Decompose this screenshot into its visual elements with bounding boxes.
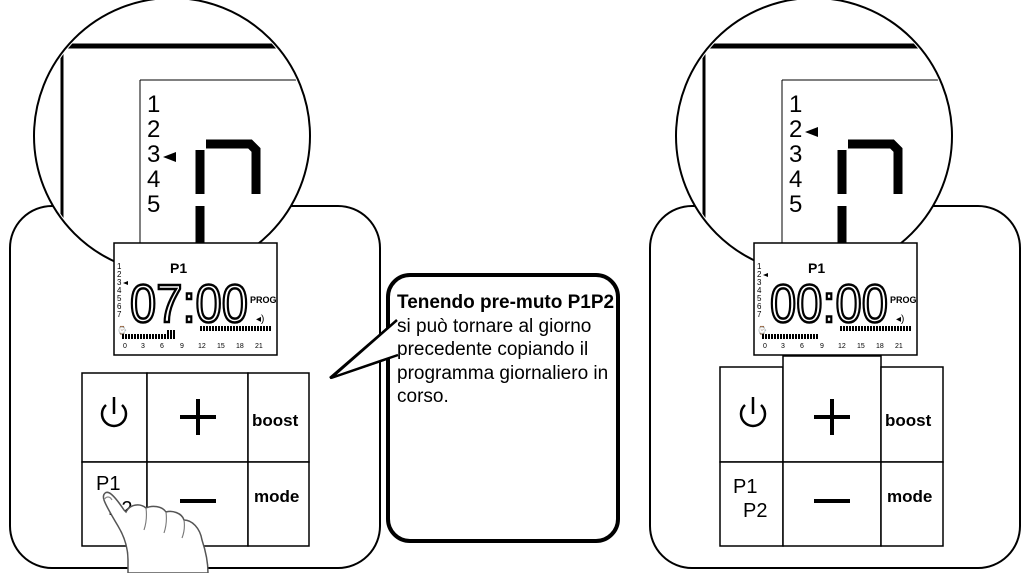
lcd-hour-6: 6 xyxy=(800,343,804,350)
mode-button[interactable] xyxy=(880,461,944,547)
boost-button[interactable] xyxy=(880,366,944,463)
p1-label: P1 xyxy=(733,476,757,498)
zoom-day-4: 4 xyxy=(147,166,160,193)
lcd-mini-day-6: 6 xyxy=(757,302,762,311)
zoom-day-2: 2 xyxy=(147,116,160,143)
zoom-day-2: 2 xyxy=(789,116,802,143)
lcd-hour-9: 9 xyxy=(820,343,824,350)
lcd-hour-12: 12 xyxy=(838,343,846,350)
boost-label: boost xyxy=(885,411,932,430)
lcd-clock-icon: ⌚ xyxy=(117,325,127,335)
lcd-hour-9: 9 xyxy=(180,343,184,350)
lcd-program: P1 xyxy=(170,260,187,276)
lcd-display: P1 1 2 3 4 5 6 7 00:00 PROG ◂) ⌚ 0 3 6 9… xyxy=(753,242,918,356)
power-icon xyxy=(100,397,128,428)
lcd-hour-21: 21 xyxy=(255,343,263,350)
callout-normal-text: si può tornare al giorno precedente copi… xyxy=(397,315,609,408)
lcd-mini-day-3: 3 xyxy=(117,278,122,287)
lcd-hour-18: 18 xyxy=(876,343,884,350)
boost-button[interactable] xyxy=(247,372,310,463)
plus-icon xyxy=(180,399,216,435)
minus-button[interactable] xyxy=(782,461,882,547)
zoom-magnifier: 1 2 3 4 5 xyxy=(33,0,311,275)
lcd-hour-21: 21 xyxy=(895,343,903,350)
finger-hand-icon xyxy=(102,491,209,573)
lcd-hour-12: 12 xyxy=(198,343,206,350)
lcd-mini-day-2: 2 xyxy=(757,270,762,279)
day-marker-icon xyxy=(163,152,176,162)
lcd-hour-3: 3 xyxy=(141,343,145,350)
lcd-hour-18: 18 xyxy=(236,343,244,350)
callout-text: Tenendo pre-muto P1P2 si può tornare al … xyxy=(397,291,617,409)
plus-icon xyxy=(814,399,850,435)
power-button[interactable] xyxy=(719,366,784,463)
lcd-mini-day-4: 4 xyxy=(117,286,122,295)
day-marker-icon xyxy=(805,127,818,137)
lcd-hour-15: 15 xyxy=(857,343,865,350)
lcd-hour-0: 0 xyxy=(123,343,127,350)
power-button[interactable] xyxy=(81,372,148,463)
callout-bubble xyxy=(386,273,620,543)
boost-label: boost xyxy=(252,411,299,430)
lcd-hour-0: 0 xyxy=(763,343,767,350)
lcd-mini-day-3: 3 xyxy=(757,278,762,287)
lcd-day-marker-icon xyxy=(123,281,128,285)
zoom-day-1: 1 xyxy=(147,91,160,118)
lcd-mini-day-6: 6 xyxy=(117,302,122,311)
lcd-display: P1 1 2 3 4 5 6 7 07:00 PROG ◂) ⌚ 0 3 6 9… xyxy=(113,242,278,356)
p1-label: P1 xyxy=(96,473,120,495)
callout-bold-text: Tenendo pre-muto P1P2 xyxy=(397,292,615,313)
zoom-day-4: 4 xyxy=(789,166,802,193)
lcd-mini-day-1: 1 xyxy=(117,262,122,271)
lcd-prog-label: PROG xyxy=(250,295,277,305)
lcd-prog-label: PROG xyxy=(890,295,917,305)
zoom-day-5: 5 xyxy=(789,191,802,218)
p2-label: P2 xyxy=(743,500,767,522)
lcd-mini-day-2: 2 xyxy=(117,270,122,279)
lcd-hour-15: 15 xyxy=(217,343,225,350)
thermostat-left: 1 2 3 4 5 P1 1 2 3 4 5 6 7 07:00 PROG ◂)… xyxy=(9,0,399,573)
thermostat-right: 1 2 3 4 5 P1 1 2 3 4 5 6 7 00:00 PROG ◂)… xyxy=(649,0,1021,569)
zoom-day-5: 5 xyxy=(147,191,160,218)
lcd-day-marker-icon xyxy=(763,273,768,277)
lcd-hour-6: 6 xyxy=(160,343,164,350)
schedule-bars xyxy=(762,326,911,339)
lcd-mini-day-7: 7 xyxy=(117,310,122,319)
mode-label: mode xyxy=(887,487,932,506)
zoom-day-1: 1 xyxy=(789,91,802,118)
mode-button[interactable] xyxy=(247,461,310,547)
lcd-mini-day-1: 1 xyxy=(757,262,762,271)
mode-label: mode xyxy=(254,487,299,506)
speaker-icon: ◂) xyxy=(896,314,904,325)
power-icon xyxy=(739,397,767,428)
callout-pointer-cover xyxy=(330,319,399,380)
schedule-bars xyxy=(122,326,271,339)
lcd-time: 00:00 xyxy=(770,274,888,334)
lcd-mini-day-5: 5 xyxy=(757,294,762,303)
speaker-icon: ◂) xyxy=(256,314,264,325)
lcd-hour-3: 3 xyxy=(781,343,785,350)
lcd-mini-day-4: 4 xyxy=(757,286,762,295)
lcd-mini-day-7: 7 xyxy=(757,310,762,319)
zoom-day-3: 3 xyxy=(789,141,802,168)
lcd-program: P1 xyxy=(808,260,825,276)
lcd-clock-icon: ⌚ xyxy=(757,325,767,335)
lcd-time: 07:00 xyxy=(130,274,248,334)
p1p2-button[interactable] xyxy=(719,461,784,547)
zoom-magnifier: 1 2 3 4 5 xyxy=(675,0,953,275)
zoom-day-3: 3 xyxy=(147,141,160,168)
lcd-mini-day-5: 5 xyxy=(117,294,122,303)
